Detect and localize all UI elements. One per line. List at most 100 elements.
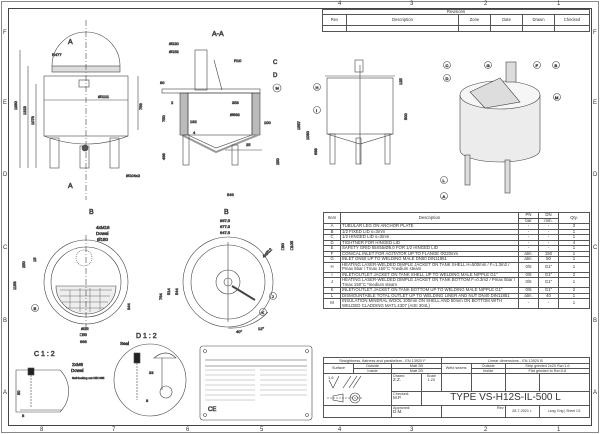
zone-bottom: 2 [484, 427, 488, 433]
checked-value: M.P. [393, 394, 402, 400]
dim: 4xM16 [96, 225, 110, 230]
callout: H [316, 85, 319, 90]
part-dn: - [538, 298, 559, 309]
detail-c-title: C 1 : 2 [34, 351, 55, 358]
zone-bottom: 1 [557, 427, 561, 433]
zone-left: A [3, 390, 8, 396]
part-item: H [323, 261, 341, 273]
dim: 33 [149, 370, 154, 375]
weld-inside-finish: Flat grinded to Ra<0.8 [504, 367, 591, 374]
nameplate [199, 345, 313, 421]
dim: Seal [120, 341, 129, 346]
callout: B [555, 63, 558, 68]
dim: 125 [398, 78, 403, 85]
dim: 8 [22, 413, 25, 418]
revisions-table: Revisions Rev Description Zone Date Draw… [322, 8, 590, 33]
dim: 677.5 [220, 224, 231, 229]
zone-bottom: 8 [40, 427, 44, 433]
callout: G [487, 63, 490, 68]
part-dn: G1" [538, 277, 559, 288]
zone-left: F [3, 30, 7, 36]
part-pn: 0/5 [518, 277, 539, 288]
matt-inside: Matt 2B [391, 367, 442, 374]
dim: Ø104x2 [126, 173, 141, 178]
ce-mark: CE [208, 407, 216, 413]
callout: C [273, 60, 278, 66]
dim: 1158 [12, 281, 17, 290]
zone-left: D [3, 172, 8, 178]
lang-label: Lang. [547, 408, 557, 413]
dim: 867.5 [220, 218, 231, 223]
dim: 50 [16, 390, 21, 395]
part-pn: - [518, 298, 539, 309]
dim: Ø1111 [98, 94, 110, 99]
callout: D [446, 76, 449, 81]
surface-symbols: 1,6 [323, 372, 392, 406]
detail-c [15, 367, 69, 413]
linear-note: Linear dimensions - EN 13920 B [440, 357, 591, 364]
scale-label: Scale [426, 373, 437, 378]
dim: 100 [264, 120, 271, 125]
front-view [19, 20, 139, 200]
view-b-marker: B [89, 209, 94, 216]
callout: M [276, 86, 279, 91]
dim: 8 [146, 398, 149, 403]
dim: 1880 [13, 100, 18, 110]
side-view [325, 59, 395, 165]
dim: □55 [80, 332, 88, 337]
dim: 12° [258, 326, 264, 331]
view-b-title: B [224, 209, 229, 216]
approved-label: Approved: [393, 405, 411, 410]
dim: 250 [21, 261, 26, 268]
weld-seams-label: Weld seams [440, 363, 472, 374]
detail-d [113, 343, 187, 417]
callout: F [536, 63, 539, 68]
bottom-view [182, 236, 274, 329]
zone-left: B [3, 318, 8, 324]
weld-outside-finish: Strip grinded 2x20 Ra<1.6 [504, 363, 591, 369]
callout: K [262, 310, 265, 315]
dim: 698 [313, 148, 318, 155]
callout: L [443, 178, 446, 183]
section-a-top: A [68, 39, 73, 46]
dim: 40° [236, 329, 242, 334]
part-item: M [323, 298, 341, 309]
zone-right: C [593, 245, 598, 251]
zone-bottom: 7 [112, 427, 116, 433]
section-aa-view [161, 49, 282, 166]
dim: 344 [126, 303, 131, 310]
description-header: Description [340, 212, 519, 224]
zone-top: 2 [484, 1, 488, 7]
dim: 250 [275, 158, 280, 165]
callout: C [446, 63, 449, 68]
dim: Ø152 [169, 49, 180, 54]
revisions-title: Revisions [322, 8, 590, 16]
approved-value: D.M. [393, 408, 403, 414]
qty-header: Qty. [558, 212, 590, 224]
zone-right: F [593, 30, 597, 36]
part-qty: 1 [558, 277, 590, 288]
part-pn: 0/5 [518, 261, 539, 273]
dim: 544 [174, 288, 179, 295]
dim: 15 [32, 257, 37, 262]
dim: □80 [280, 242, 285, 250]
sheet-value: 1/1 [576, 408, 581, 413]
dim: Self-locking nut DIN 985 [72, 376, 105, 380]
callout: E [34, 306, 37, 311]
drawn-label: Drawn: [393, 373, 406, 378]
roughness-symbol-icon: 1,6 [327, 375, 363, 404]
part-dn: G1" [538, 261, 559, 273]
dim: 500 [403, 113, 408, 120]
dim: 2 [171, 100, 174, 105]
top-view [43, 235, 129, 330]
dim: R477 [52, 52, 62, 57]
dim: 2xM6 [72, 362, 84, 367]
title-block: Straightness, flatness and parallelism -… [323, 357, 591, 418]
dim: 666 [80, 339, 87, 344]
date-value: 28.7.2021 r. [504, 404, 540, 418]
